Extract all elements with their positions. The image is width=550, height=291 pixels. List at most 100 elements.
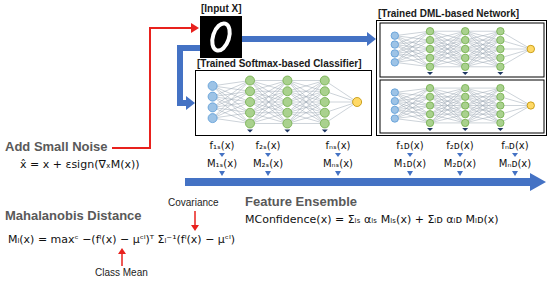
neuron <box>208 103 217 112</box>
arrow-shaft <box>180 48 200 103</box>
ensemble-formula: MConfidence(x) = Σₗₛ αₗₛ Mₗₛ(x) + Σₗᴅ αₗ… <box>245 213 499 226</box>
synapse <box>430 31 465 40</box>
neuron <box>391 41 398 48</box>
synapse <box>213 86 250 124</box>
synapse <box>430 106 465 123</box>
synapse <box>465 31 500 58</box>
neuron <box>320 119 329 128</box>
synapse <box>500 88 530 105</box>
synapse <box>430 31 465 32</box>
synapse <box>250 81 287 92</box>
synapse <box>430 97 465 123</box>
neuron <box>245 119 254 128</box>
synapse <box>465 88 500 105</box>
neuron <box>497 54 504 61</box>
synapse <box>250 102 287 123</box>
handwritten-digit <box>209 21 233 53</box>
synapse <box>395 119 430 123</box>
synapse <box>465 66 500 67</box>
synapse <box>250 81 287 102</box>
synapse <box>430 31 465 49</box>
neuron <box>353 97 362 106</box>
score-label: M₂ᴅ(x) <box>444 158 476 170</box>
input-arrow <box>180 48 200 110</box>
synapse <box>465 31 500 40</box>
neuron <box>208 92 217 101</box>
synapse <box>465 88 500 89</box>
synapse <box>465 58 500 67</box>
synapse <box>250 81 287 113</box>
synapse <box>250 81 287 113</box>
feature-arrow <box>335 171 341 176</box>
synapse <box>465 58 500 67</box>
synapse <box>465 31 500 58</box>
synapse <box>430 40 465 67</box>
synapse <box>430 31 465 49</box>
synapse <box>430 31 465 58</box>
synapse <box>287 81 324 124</box>
synapse <box>213 81 250 119</box>
softmax-classifier-box: [Trained Softmax-based Classifier] <box>195 70 372 136</box>
synapse <box>500 49 530 58</box>
synapse <box>250 80 287 81</box>
input-arrow <box>242 32 376 46</box>
neuron <box>497 84 504 91</box>
feature-arrow <box>265 171 271 176</box>
neuron <box>208 114 217 123</box>
synapse <box>430 40 465 67</box>
neuron <box>391 97 398 104</box>
synapse <box>287 81 324 113</box>
feature-label: fₙᴅ(x) <box>501 140 528 152</box>
synapse <box>465 40 500 67</box>
feature-arrow <box>512 153 518 157</box>
synapse <box>465 49 500 67</box>
box-heading: [Trained DML-based Network] <box>378 8 519 20</box>
neuron <box>497 93 504 100</box>
synapse <box>465 31 500 49</box>
synapse <box>465 88 500 123</box>
synapse <box>250 113 287 124</box>
neuron <box>426 93 433 100</box>
synapse <box>213 81 250 108</box>
noise-title: Add Small Noise <box>5 139 108 155</box>
synapse <box>213 97 250 124</box>
synapse <box>395 49 430 62</box>
synapse <box>213 113 250 118</box>
neuron <box>497 119 504 126</box>
synapse <box>500 31 530 49</box>
synapse <box>250 113 287 124</box>
neuron <box>283 76 292 85</box>
synapse <box>430 88 465 97</box>
ensemble-arrow <box>185 173 546 191</box>
score-label: Mₙᴅ(x) <box>499 158 531 170</box>
neuron <box>320 97 329 106</box>
activation-mark <box>322 129 328 132</box>
neuron <box>283 119 292 128</box>
synapse <box>465 31 500 40</box>
synapse <box>430 49 465 67</box>
score-label: M₁ₛ(x) <box>207 158 237 170</box>
neuron <box>391 50 398 57</box>
neuron <box>391 32 398 39</box>
synapse <box>430 114 465 123</box>
synapse <box>430 97 465 123</box>
activation-mark <box>427 128 433 131</box>
ensemble-title: Feature Ensemble <box>245 194 357 210</box>
synapse <box>500 40 530 49</box>
activation-mark <box>497 72 503 75</box>
synapse <box>395 106 430 119</box>
mahalanobis-formula: Mₗ(x) = maxᶜ −(fˡ(x) − μᶜˡ)ᵀ Σₗ⁻¹(fˡ(x) … <box>8 233 235 246</box>
neuron <box>497 36 504 43</box>
synapse <box>250 81 287 102</box>
synapse <box>287 113 324 124</box>
synapse <box>287 81 324 124</box>
input-image-box: [Input X] <box>200 16 242 58</box>
synapse <box>395 36 430 67</box>
neuron <box>461 63 468 70</box>
synapse <box>287 80 324 81</box>
synapse <box>465 31 500 67</box>
score-label: M₂ₛ(x) <box>253 158 283 170</box>
neuron <box>426 54 433 61</box>
neuron <box>320 87 329 96</box>
